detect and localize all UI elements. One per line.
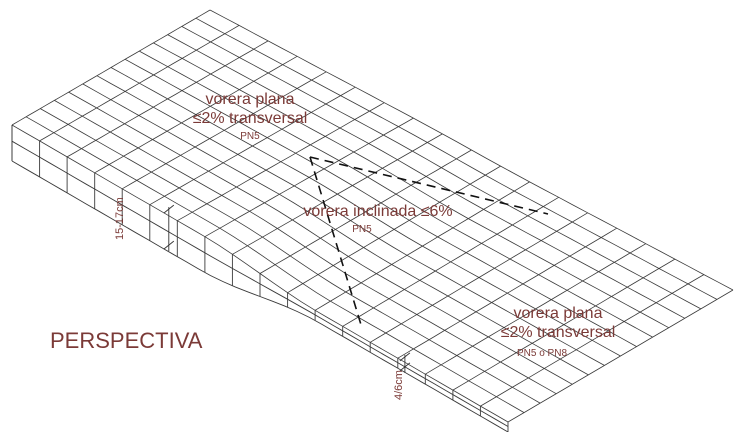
grid-line-along	[153, 42, 669, 329]
dimension-tick	[163, 240, 175, 250]
middle-zone-label: vorera inclinada ≤6%	[303, 203, 452, 220]
bottom-zone-code: PN5 o PN8	[517, 348, 567, 359]
grid-line-along	[54, 100, 557, 395]
grid-line-along	[40, 108, 541, 404]
curb-height-top-label: 15-17cm	[114, 197, 126, 240]
ramp-zone-dashed-outline	[309, 156, 549, 329]
top-zone-label-1: vorera plana	[206, 91, 295, 108]
grid-line-along	[167, 34, 685, 319]
grid-line-along	[110, 67, 621, 357]
dimension-tick	[163, 204, 175, 214]
view-title: PERSPECTIVA	[50, 328, 203, 353]
grid-line-along	[139, 50, 653, 338]
grid-line-along	[25, 116, 525, 413]
bottom-zone-label-2: ≤2% transversal	[501, 324, 616, 341]
curb-height-bottom-label: 4/6cm	[393, 370, 405, 400]
top-zone-code: PN5	[240, 131, 260, 142]
grid-line-along	[68, 91, 573, 385]
dimension-marks	[163, 204, 411, 373]
dimension-tick	[399, 362, 411, 372]
dimension-tick	[399, 352, 411, 362]
grid-line-along	[209, 9, 734, 291]
bottom-zone-label-1: vorera plana	[514, 305, 603, 322]
grid-line-along	[96, 75, 605, 366]
grid-line-along	[195, 17, 718, 300]
middle-zone-code: PN5	[352, 224, 372, 235]
curb-edge	[11, 125, 509, 432]
grid-line-along	[82, 83, 589, 376]
grid-line-along	[181, 26, 702, 310]
grid-line-along	[124, 58, 637, 347]
top-zone-label-2: ≤2% transversal	[193, 110, 308, 127]
